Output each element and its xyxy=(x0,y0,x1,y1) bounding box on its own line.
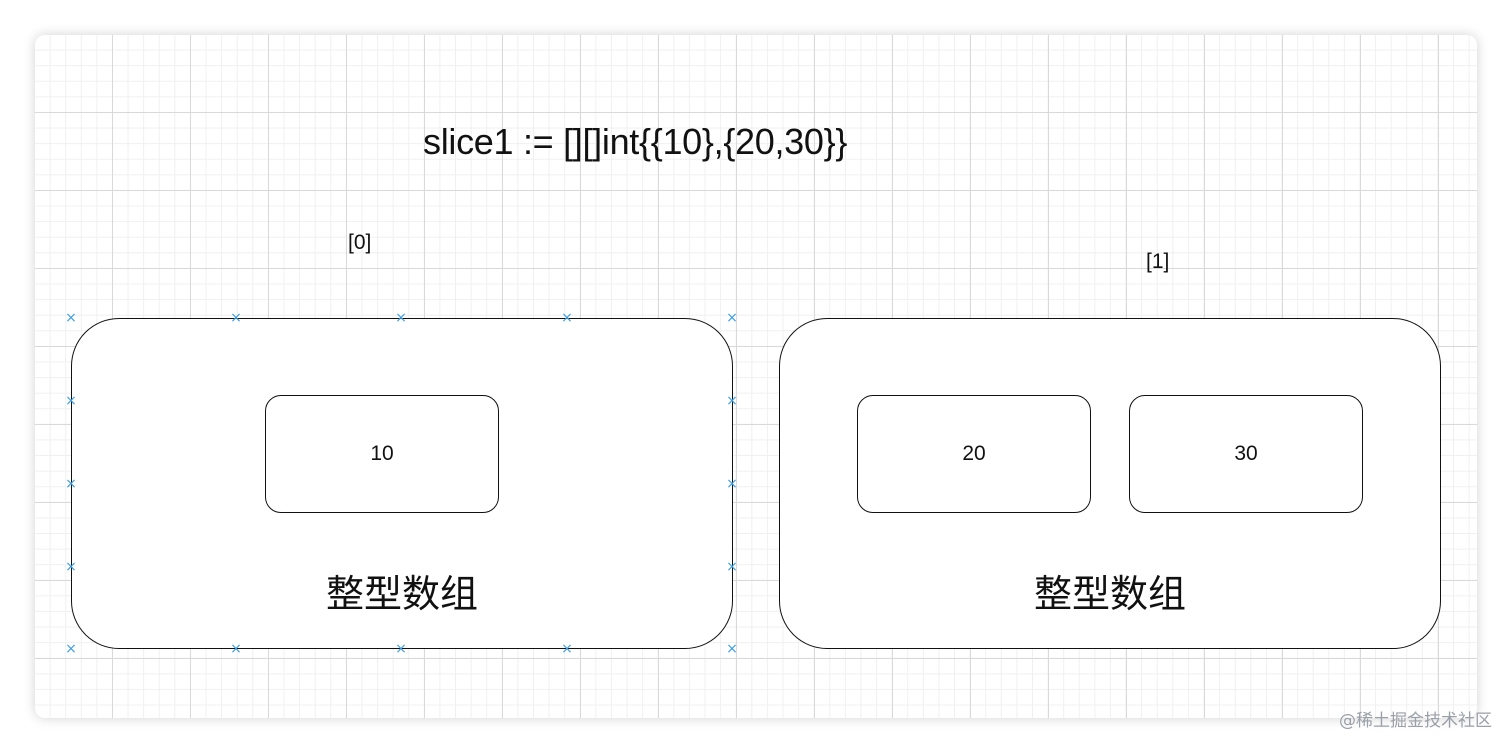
element-box-30[interactable]: 30 xyxy=(1129,395,1363,513)
selection-handle-icon[interactable]: × xyxy=(561,641,573,657)
diagram-title: slice1 := [][]int{{10},{20,30}} xyxy=(423,121,848,162)
selection-handle-icon[interactable]: × xyxy=(395,641,407,657)
watermark-text: @稀土掘金技术社区 xyxy=(1339,711,1492,731)
element-box-10[interactable]: 10 xyxy=(265,395,499,513)
selection-handle-icon[interactable]: × xyxy=(726,476,738,492)
selection-handle-icon[interactable]: × xyxy=(65,476,77,492)
selection-handle-icon[interactable]: × xyxy=(65,310,77,326)
outer-array-box-1[interactable]: 20 30 整型数组 xyxy=(779,318,1441,649)
selection-handle-icon[interactable]: × xyxy=(230,310,242,326)
array-caption-0: 整型数组 xyxy=(325,572,478,616)
selection-handle-icon[interactable]: × xyxy=(561,310,573,326)
selection-handle-icon[interactable]: × xyxy=(726,310,738,326)
outer-array-box-0[interactable]: 10 整型数组 xyxy=(71,318,733,649)
selection-handle-icon[interactable]: × xyxy=(65,393,77,409)
element-box-20[interactable]: 20 xyxy=(857,395,1091,513)
selection-handle-icon[interactable]: × xyxy=(726,559,738,575)
slice-index-label-1: [1] xyxy=(1146,250,1170,273)
selection-handle-icon[interactable]: × xyxy=(230,641,242,657)
slice-index-label-0: [0] xyxy=(348,231,372,254)
selection-handle-icon[interactable]: × xyxy=(726,641,738,657)
selection-handle-icon[interactable]: × xyxy=(65,559,77,575)
selection-handle-icon[interactable]: × xyxy=(395,310,407,326)
selection-handle-icon[interactable]: × xyxy=(726,393,738,409)
selection-handle-icon[interactable]: × xyxy=(65,641,77,657)
array-caption-1: 整型数组 xyxy=(1033,572,1186,616)
diagram-canvas[interactable]: slice1 := [][]int{{10},{20,30}} [0] 10 整… xyxy=(35,35,1477,718)
